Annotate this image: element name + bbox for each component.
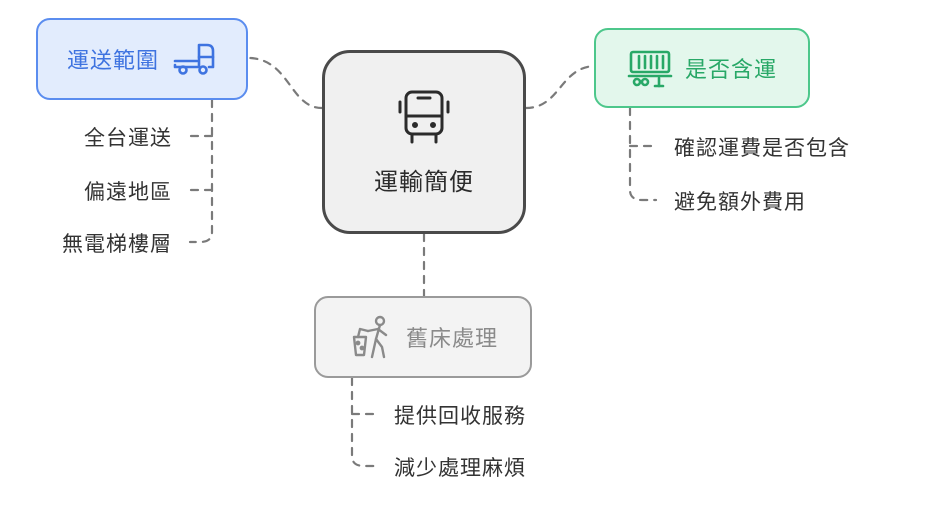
branch-label: 運送範圍	[66, 49, 159, 74]
branch-shipping-range: 運送範圍	[36, 18, 248, 100]
bus-icon	[396, 88, 452, 148]
leaf-item: 全台運送	[84, 126, 172, 150]
branch-old-bed-disposal: 舊床處理	[314, 296, 532, 378]
leaf-item: 偏遠地區	[84, 180, 172, 204]
center-node: 運輸簡便	[322, 50, 526, 234]
leaf-item: 提供回收服務	[394, 404, 526, 428]
leaf-item: 無電梯樓層	[62, 232, 172, 256]
cargo-truck-icon	[627, 48, 673, 88]
branch-shipping-included: 是否含運	[594, 28, 810, 108]
person-with-trash-bin-icon	[348, 315, 394, 359]
leaf-item: 避免額外費用	[674, 190, 806, 214]
leaf-item: 減少處理麻煩	[394, 456, 526, 480]
branch-label: 舊床處理	[405, 327, 498, 352]
center-label: 運輸簡便	[374, 167, 474, 196]
branch-label: 是否含運	[684, 58, 777, 83]
leaf-item: 確認運費是否包含	[674, 136, 850, 160]
truck-icon	[171, 41, 217, 77]
